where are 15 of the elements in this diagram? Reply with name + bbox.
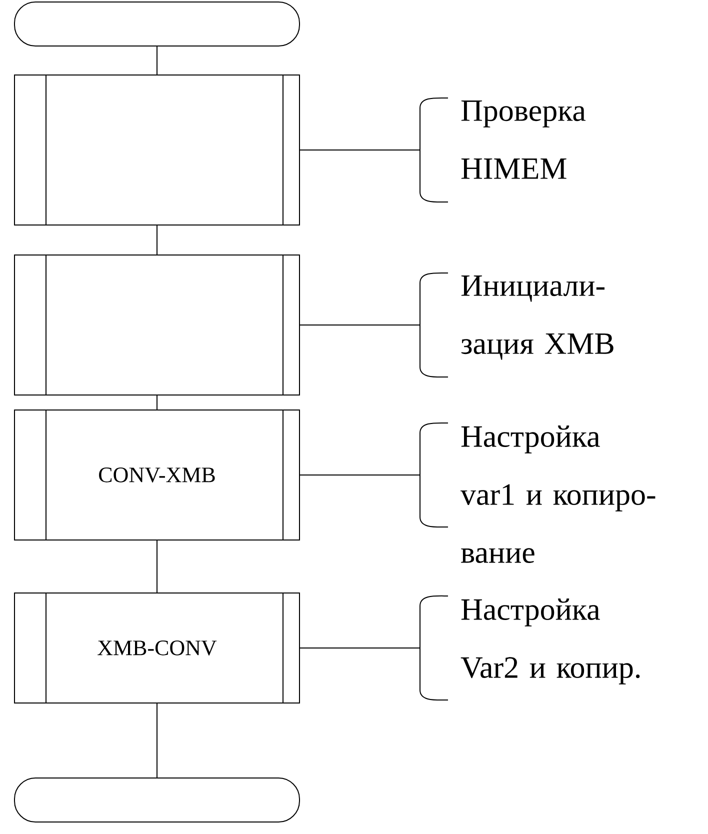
terminal-shape: [14, 778, 300, 822]
connector-line: [156, 225, 158, 255]
annotation-bracket: Инициали- зация XMB: [420, 272, 614, 378]
annotation-bracket: Проверка HIMEM: [420, 97, 586, 203]
connector-line: [156, 395, 158, 410]
connector-line: [156, 46, 158, 75]
annotation-bracket: Настройка Var2 и копир.: [420, 595, 640, 701]
connector-line: [156, 703, 158, 778]
terminal-shape: [14, 2, 300, 46]
connector-line: [156, 540, 158, 593]
subprocess-box: [14, 74, 300, 226]
annotation-bracket: Настройка var1 и копиро- вание: [420, 422, 656, 563]
connector-line: [300, 324, 420, 326]
subprocess-box: [14, 254, 300, 396]
connector-line: [300, 474, 420, 476]
